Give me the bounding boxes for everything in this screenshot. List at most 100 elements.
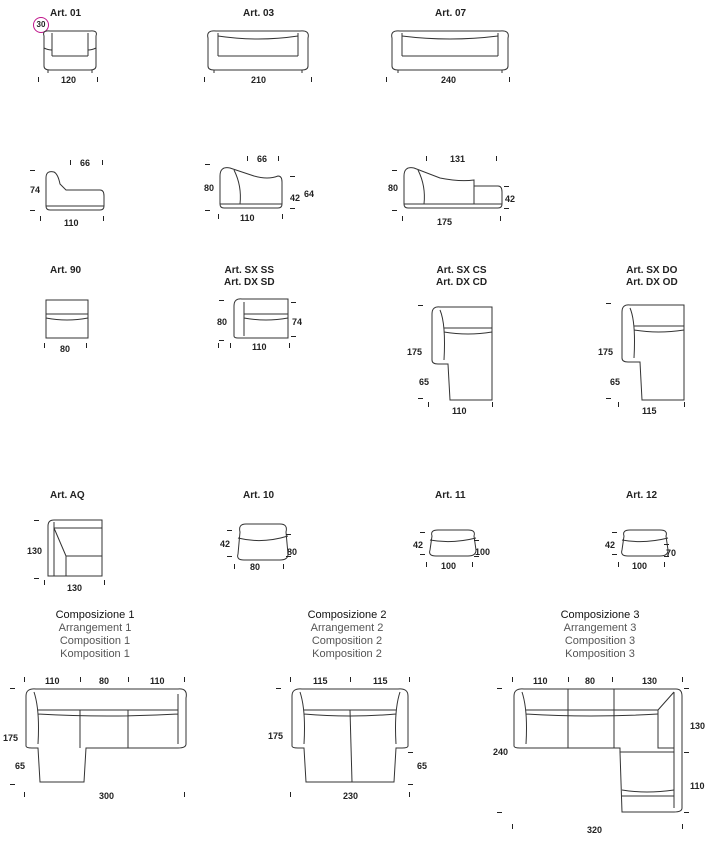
composition-2-drawing: [291, 688, 409, 783]
dim-c3-b: 80: [585, 676, 596, 686]
dim-c3-right-lower: 110: [690, 781, 705, 791]
dim-sxdo-width: 115: [642, 406, 657, 416]
dim-sxss-width: 110: [252, 342, 267, 352]
module-sxdo-drawing: [621, 304, 685, 401]
dim-side2-height: 80: [204, 183, 215, 193]
pouf-art10-drawing: [237, 523, 289, 561]
corner-module-aq-drawing: [47, 519, 103, 577]
dim-side2-back: 64: [304, 189, 315, 199]
dim-aq-width: 130: [67, 583, 83, 593]
composition-3-de: Komposition 3: [565, 648, 635, 660]
dim-art11-depth: 100: [475, 547, 491, 557]
title-art-sxss: Art. SX SS Art. DX SD: [224, 265, 275, 289]
dim-c1-a: 110: [45, 676, 60, 686]
composition-3-it: Composizione 3: [560, 609, 640, 621]
armchair-front-drawing: [43, 30, 97, 73]
dim-art12-width: 100: [632, 561, 648, 571]
chaise-side-drawing: [403, 167, 503, 209]
dim-c2-height: 175: [268, 731, 284, 741]
composition-1-en: Arrangement 1: [58, 622, 132, 634]
composition-2-it: Composizione 2: [307, 609, 387, 621]
dim-sxss-height: 80: [217, 317, 228, 327]
dim-c1-depth: 65: [15, 761, 26, 771]
dim-side1-width: 110: [64, 218, 79, 228]
composition-1-drawing: [25, 688, 187, 783]
dim-side3-top: 131: [450, 154, 466, 164]
title-art-12: Art. 12: [626, 490, 658, 501]
title-art-sxdo-line1: Art. SX DO: [626, 265, 678, 276]
pouf-art11-drawing: [429, 529, 477, 557]
module-art90-drawing: [45, 299, 89, 339]
dim-sxcs-height: 175: [407, 347, 423, 357]
dim-c2-depth: 65: [417, 761, 428, 771]
dim-side3-width: 175: [437, 217, 453, 227]
dim-c1-height: 175: [3, 733, 19, 743]
composition-3-en: Arrangement 3: [563, 622, 637, 634]
dim-art90-width: 80: [60, 344, 71, 354]
dim-sxdo-height: 175: [598, 347, 614, 357]
dim-c2-width: 230: [343, 791, 359, 801]
module-sxcs-drawing: [431, 306, 493, 401]
dim-c3-a: 110: [533, 676, 548, 686]
dim-side3-seat: 42: [505, 194, 516, 204]
dim-art10-width: 80: [250, 562, 261, 572]
dim-side2-seat: 42: [290, 193, 301, 203]
title-art-aq: Art. AQ: [50, 490, 85, 501]
dim-c3-height: 240: [493, 747, 509, 757]
dim-side3-height: 80: [388, 183, 399, 193]
composition-3-fr: Composition 3: [564, 635, 636, 647]
title-art-sxss-line2: Art. DX SD: [224, 277, 275, 288]
dim-art11-height: 42: [413, 540, 424, 550]
composition-3-caption: Composizione 3 Arrangement 3 Composition…: [510, 609, 690, 661]
dim-side1-top: 66: [80, 158, 91, 168]
composition-2-caption: Composizione 2 Arrangement 2 Composition…: [257, 609, 437, 661]
title-art-07: Art. 07: [435, 8, 467, 19]
title-art-sxcs: Art. SX CS Art. DX CD: [436, 265, 487, 289]
title-art-10: Art. 10: [243, 490, 275, 501]
dim-art07-width: 240: [441, 75, 457, 85]
dim-sxdo-depth: 65: [610, 377, 621, 387]
sofa-side-drawing: [219, 167, 283, 209]
dim-art01-width: 120: [61, 75, 77, 85]
dim-c2-a: 115: [313, 676, 328, 686]
dim-c3-right-upper: 130: [690, 721, 705, 731]
composition-2-de: Komposition 2: [312, 648, 382, 660]
dim-art12-depth: 70: [666, 548, 677, 558]
sofa-240-front-drawing: [391, 30, 509, 73]
dim-side1-height: 74: [30, 185, 41, 195]
dim-c3-c: 130: [642, 676, 658, 686]
dim-sxcs-depth: 65: [419, 377, 430, 387]
title-art-sxcs-line2: Art. DX CD: [436, 277, 488, 288]
composition-3-drawing: [513, 688, 683, 813]
dim-art03-width: 210: [251, 75, 267, 85]
dim-side2-top: 66: [257, 154, 268, 164]
dim-c2-b: 115: [373, 676, 388, 686]
title-art-sxss-line1: Art. SX SS: [224, 265, 275, 276]
pouf-art12-drawing: [621, 529, 669, 557]
sofa-210-front-drawing: [207, 30, 309, 73]
dim-c1-c: 110: [150, 676, 165, 686]
title-art-03: Art. 03: [243, 8, 275, 19]
composition-2-fr: Composition 2: [311, 635, 383, 647]
dim-art11-width: 100: [441, 561, 457, 571]
dim-c1-b: 80: [99, 676, 110, 686]
composition-1-it: Composizione 1: [55, 609, 135, 621]
armchair-side-drawing: [45, 171, 105, 211]
composition-1-fr: Composition 1: [59, 635, 131, 647]
dim-art12-height: 42: [605, 540, 616, 550]
dim-side2-width: 110: [240, 213, 255, 223]
dim-sxcs-width: 110: [452, 406, 467, 416]
title-art-sxdo: Art. SX DO Art. DX OD: [626, 265, 678, 289]
title-art-11: Art. 11: [435, 490, 466, 501]
dim-sxss-depth: 74: [292, 317, 303, 327]
dim-art10-depth: 80: [287, 547, 298, 557]
composition-1-de: Komposition 1: [60, 648, 130, 660]
dim-art10-height: 42: [220, 539, 231, 549]
composition-2-en: Arrangement 2: [310, 622, 384, 634]
title-art-90: Art. 90: [50, 265, 82, 276]
title-art-sxcs-line1: Art. SX CS: [436, 265, 487, 276]
title-art-sxdo-line2: Art. DX OD: [626, 277, 678, 288]
dim-aq-height: 130: [27, 546, 43, 556]
badge-30: 30: [33, 17, 49, 33]
dim-c1-width: 300: [99, 791, 115, 801]
